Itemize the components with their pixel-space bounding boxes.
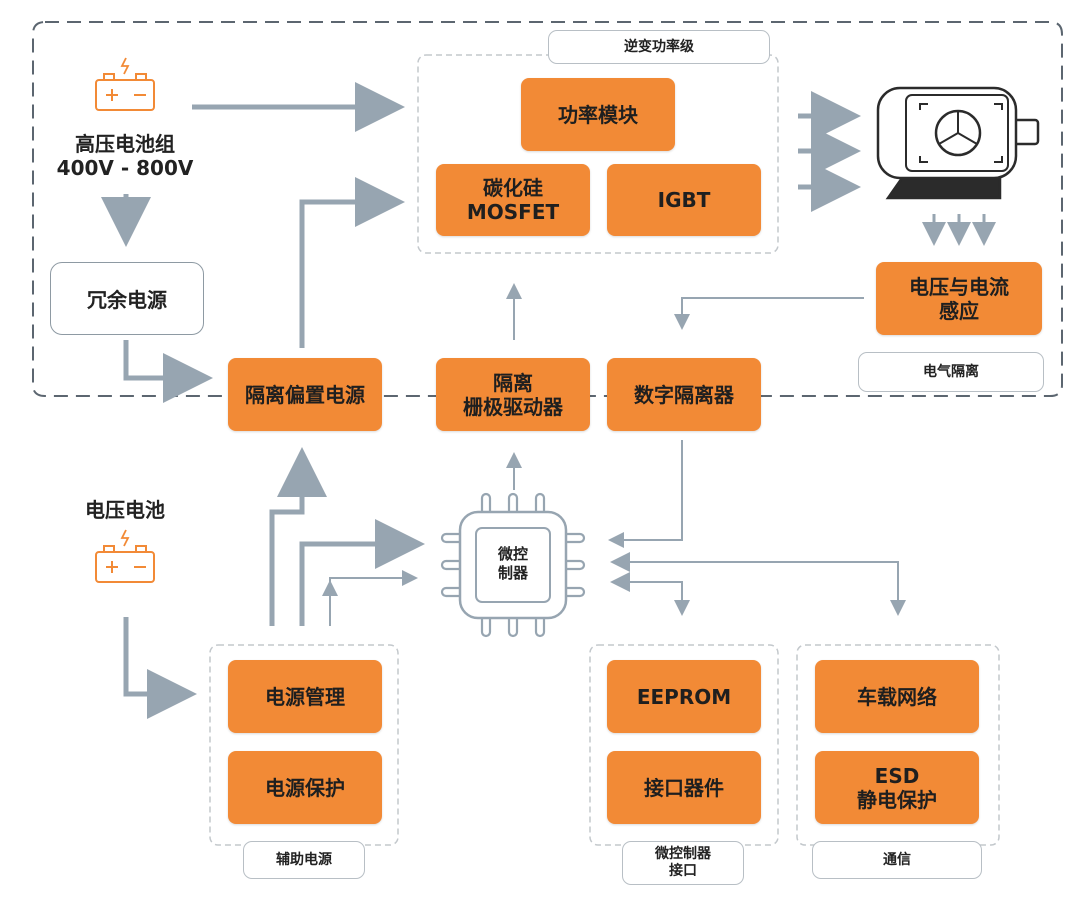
mcu-interface-tag: 微控制器 接口 <box>622 841 744 885</box>
arrow-powermgmt-to-mcu <box>299 519 425 626</box>
power-protection-box: 电源保护 <box>228 751 382 824</box>
voltage-current-sensing-box: 电压与电流 感应 <box>876 262 1042 335</box>
voltage-battery-label: 电压电池 <box>85 498 165 522</box>
hv-region-border <box>32 21 1063 397</box>
vehicle-network-box: 车载网络 <box>815 660 979 733</box>
hv-battery-label: 高压电池组 400V - 800V <box>56 132 194 180</box>
arrow-powermgmt-to-bias <box>269 447 327 626</box>
arrow-bias-to-inverter <box>299 177 405 348</box>
digital-isolator-box: 数字隔离器 <box>607 358 761 431</box>
arrow-powermgmt-mcu-link <box>329 570 418 626</box>
power-module-box: 功率模块 <box>521 78 675 151</box>
eeprom-box: EEPROM <box>607 660 761 733</box>
arrow-isolator-to-mcu <box>608 440 683 548</box>
igbt-box: IGBT <box>607 164 761 236</box>
arrow-mcu-to-communication <box>610 552 906 616</box>
microcontroller-chip-icon <box>440 492 586 638</box>
aux-power-tag: 辅助电源 <box>243 841 365 879</box>
power-management-box: 电源管理 <box>228 660 382 733</box>
electrical-isolation-tag: 电气隔离 <box>858 352 1044 392</box>
isolated-gate-driver-box: 隔离 栅极驱动器 <box>436 358 590 431</box>
motor-icon <box>876 86 1040 200</box>
interface-devices-box: 接口器件 <box>607 751 761 824</box>
battery-icon <box>95 57 155 111</box>
arrow-redundant-to-bias <box>123 340 213 403</box>
redundant-power-box: 冗余电源 <box>50 262 204 335</box>
sic-mosfet-box: 碳化硅 MOSFET <box>436 164 590 236</box>
battery-icon-secondary <box>95 529 155 583</box>
isolated-bias-power-box: 隔离偏置电源 <box>228 358 382 431</box>
esd-protection-box: ESD 静电保护 <box>815 751 979 824</box>
inverter-stage-tag: 逆变功率级 <box>548 30 770 64</box>
arrow-mcu-to-eeprom <box>610 572 690 616</box>
mcu-label: 微控 制器 <box>497 545 528 582</box>
arrow-voltbattery-to-aux <box>123 617 197 719</box>
communication-tag: 通信 <box>812 841 982 879</box>
arrow-sensing-to-isolator <box>674 297 864 330</box>
